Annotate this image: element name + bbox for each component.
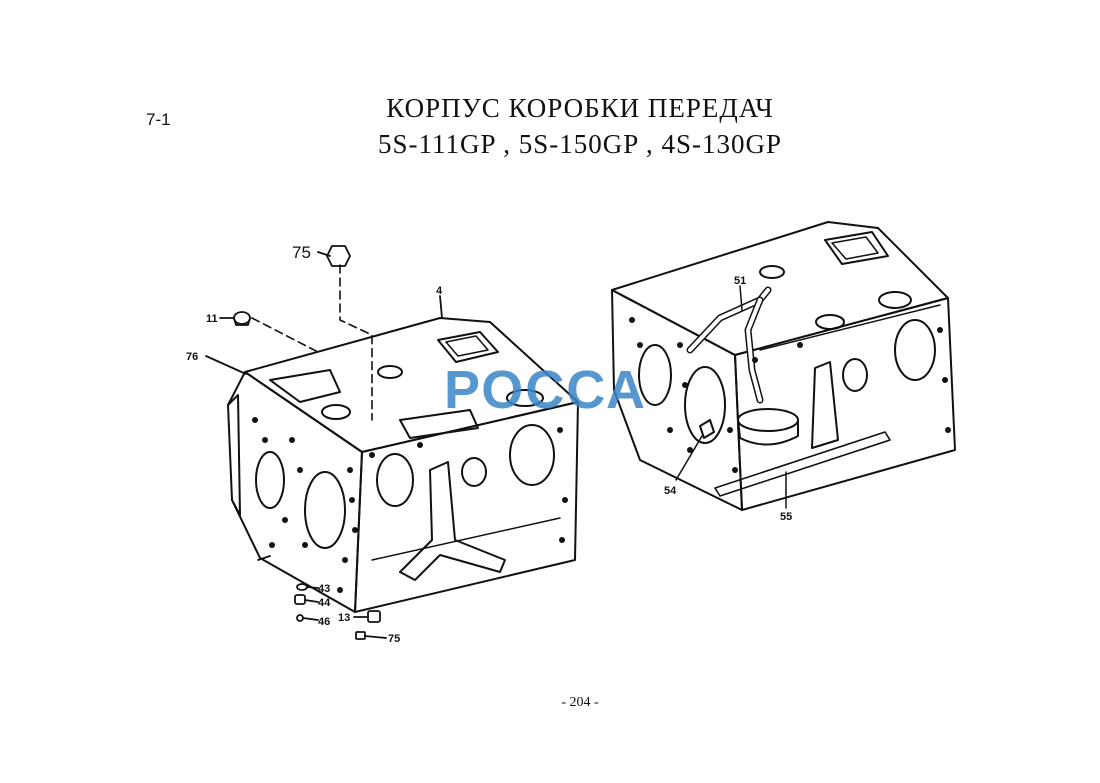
callout-76: 76 — [186, 351, 198, 363]
callout-44: 44 — [318, 597, 331, 609]
leader-lines-right — [675, 285, 787, 509]
left-gearbox-housing — [227, 317, 579, 613]
callout-51: 51 — [734, 275, 746, 287]
section-number: 7-1 — [146, 110, 171, 129]
small-parts-left — [205, 245, 443, 640]
page-number: - 204 - — [561, 695, 599, 710]
callout-75-top: 75 — [292, 243, 311, 262]
callout-11: 11 — [206, 313, 218, 325]
callout-4: 4 — [436, 285, 443, 297]
assembly-leader-lines-left — [251, 264, 373, 421]
title-line-2: 5S-111GP , 5S-150GP , 4S-130GP — [377, 129, 783, 159]
right-gearbox-housing — [611, 221, 956, 511]
page-title: КОРПУС КОРОБКИ ПЕРЕДАЧ 5S-111GP , 5S-150… — [0, 90, 1100, 162]
callout-43: 43 — [318, 583, 330, 595]
callout-46: 46 — [318, 616, 330, 628]
callout-13: 13 — [338, 612, 350, 624]
callout-55: 55 — [780, 511, 792, 523]
callout-54: 54 — [664, 485, 677, 497]
title-line-1: КОРПУС КОРОБКИ ПЕРЕДАЧ — [386, 93, 774, 123]
callout-75-bottom: 75 — [388, 633, 400, 645]
watermark-logo: РОССА — [444, 360, 647, 420]
